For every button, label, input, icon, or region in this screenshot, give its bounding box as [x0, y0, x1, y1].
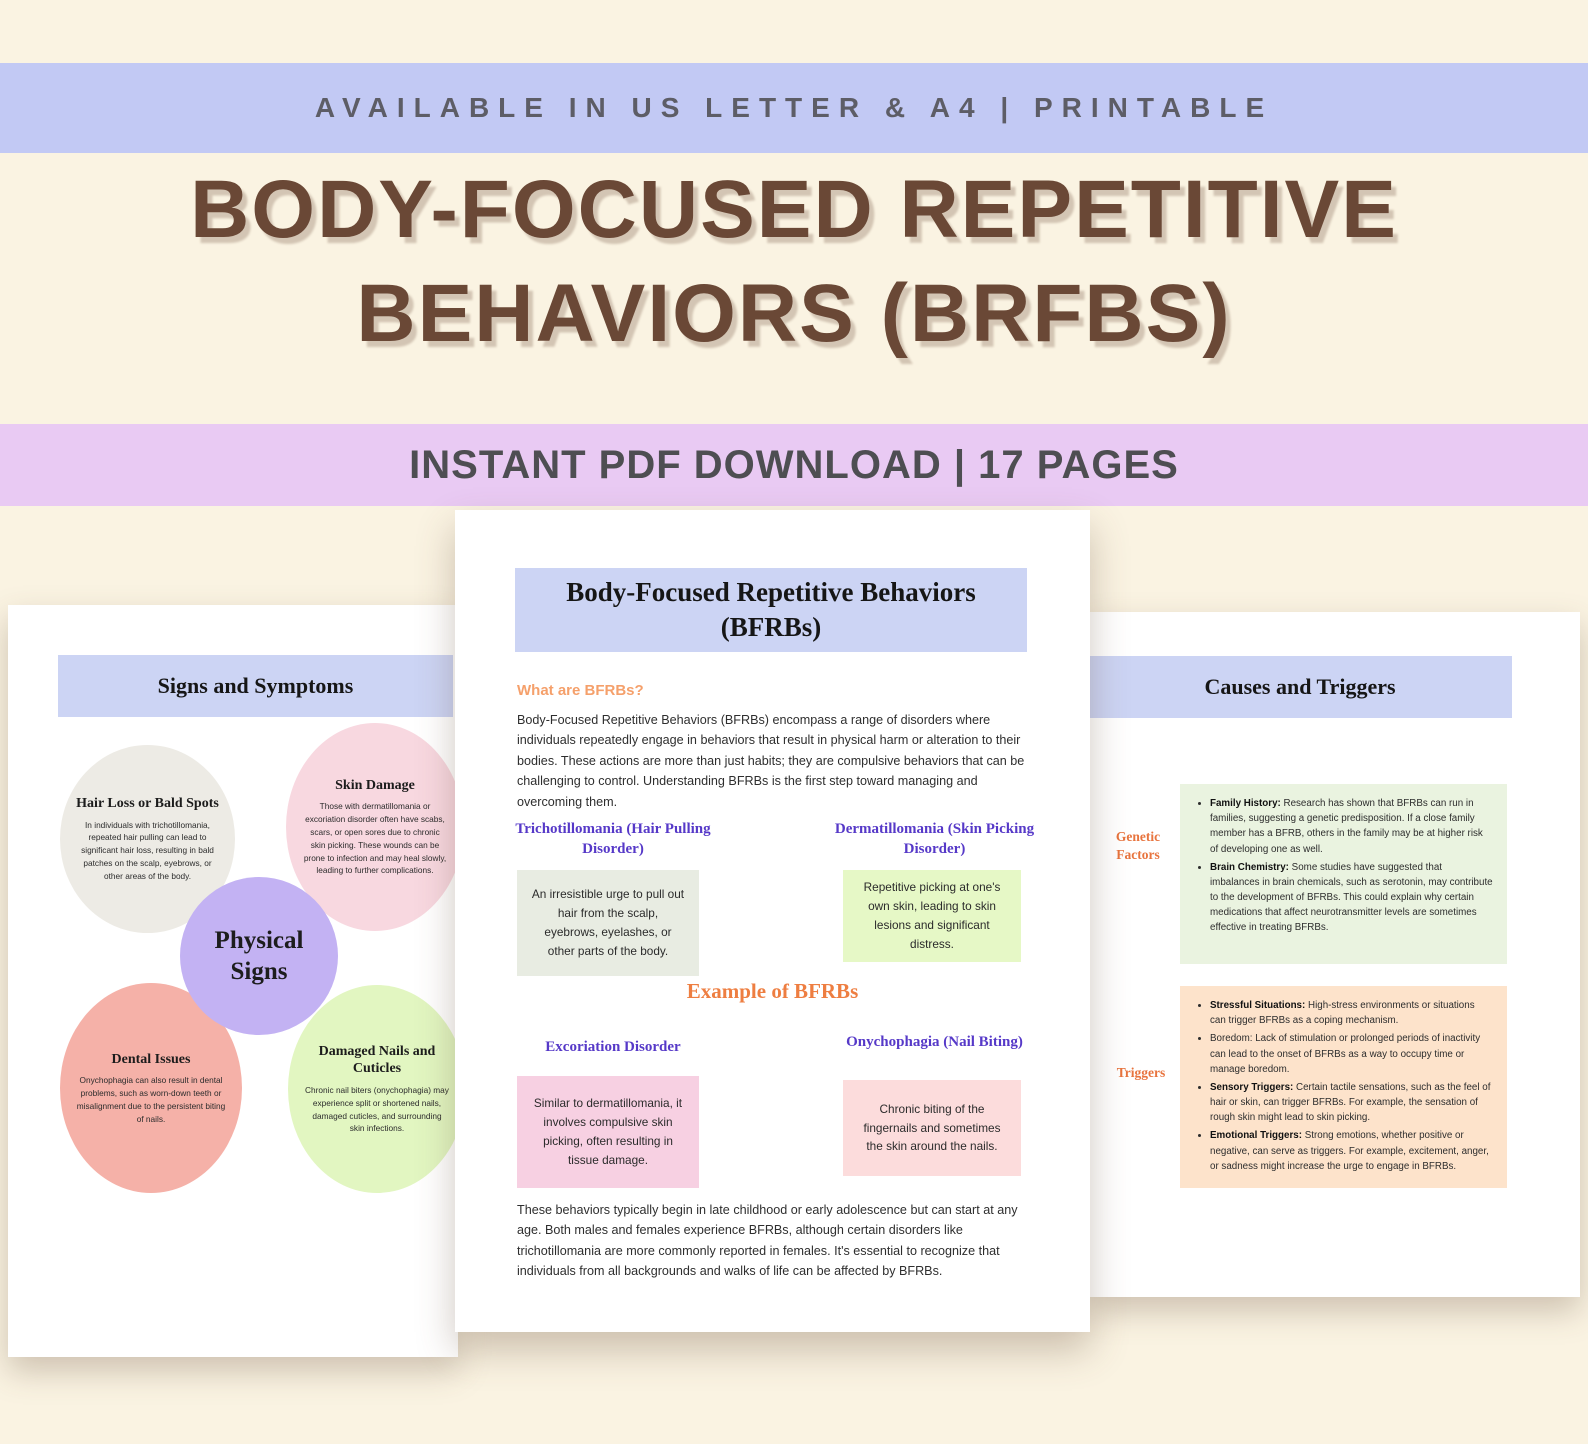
- circle-damaged-nails-body: Chronic nail biters (onychophagia) may e…: [305, 1084, 449, 1134]
- circle-damaged-nails-title: Damaged Nails and Cuticles: [318, 1043, 436, 1077]
- bullet-label: Sensory Triggers:: [1210, 1081, 1294, 1093]
- circle-hair-loss-title: Hair Loss or Bald Spots: [76, 796, 219, 812]
- genetic-bullet-list: Family History: Research has shown that …: [1194, 796, 1493, 936]
- section-body-trichotillomania: An irresistible urge to pull out hair fr…: [531, 887, 685, 958]
- bullet-label: Stressful Situations:: [1210, 1000, 1306, 1011]
- title-line-2: BEHAVIORS (BRFBS): [356, 268, 1232, 360]
- section-title-trichotillomania: Trichotillomania (Hair Pulling Disorder): [515, 821, 711, 857]
- bullet-item: Brain Chemistry: Some studies have sugge…: [1210, 860, 1493, 936]
- section-title-excoriation: Excoriation Disorder: [545, 1039, 681, 1055]
- bullet-label: Brain Chemistry:: [1210, 861, 1289, 873]
- section-body-dermatillomania: Repetitive picking at one's own skin, le…: [863, 880, 1001, 951]
- circle-skin-damage-title: Skin Damage: [335, 777, 415, 793]
- section-box-trichotillomania: An irresistible urge to pull out hair fr…: [517, 870, 699, 976]
- download-text: INSTANT PDF DOWNLOAD | 17 PAGES: [409, 442, 1179, 487]
- bullet-text: Certain tactile sensations, such as the …: [1210, 1081, 1491, 1124]
- bullet-item: Emotional Triggers: Strong emotions, whe…: [1210, 1128, 1493, 1174]
- triggers-label: Triggers: [1116, 1065, 1166, 1080]
- section-title-dermatillomania: Dermatillomania (Skin Picking Disorder): [834, 821, 1035, 857]
- bullet-label: Family History:: [1210, 798, 1281, 809]
- bfrbs-header-text: Body-Focused Repetitive Behaviors (BFRBs…: [566, 576, 976, 642]
- section-box-dermatillomania: Repetitive picking at one's own skin, le…: [843, 870, 1021, 962]
- availability-banner: AVAILABLE IN US LETTER & A4 | PRINTABLE: [0, 63, 1588, 153]
- circle-damaged-nails: Damaged Nails and Cuticles Chronic nail …: [288, 985, 466, 1193]
- signs-symptoms-header-text: Signs and Symptoms: [157, 673, 354, 698]
- outro-paragraph: These behaviors typically begin in late …: [517, 1203, 1018, 1279]
- circle-dental-issues: Dental Issues Onychophagia can also resu…: [60, 983, 242, 1193]
- circle-physical-signs: Physical Signs: [180, 877, 338, 1035]
- section-box-onychophagia: Chronic biting of the fingernails and so…: [843, 1080, 1021, 1176]
- section-body-excoriation: Similar to dermatillomania, it involves …: [533, 1096, 683, 1167]
- bullet-label: Emotional Triggers:: [1210, 1130, 1302, 1142]
- main-title: BODY-FOCUSED REPETITIVE BEHAVIORS (BRFBS…: [0, 158, 1588, 366]
- example-of-bfrbs-label: Example of BFRBs: [686, 979, 859, 1003]
- page-bfrbs-overview: Body-Focused Repetitive Behaviors (BFRBs…: [455, 510, 1090, 1332]
- page-causes-and-triggers: Causes and Triggers Genetic Factors Fami…: [1088, 612, 1580, 1297]
- what-are-bfrbs-heading: What are BFRBs?: [517, 682, 644, 699]
- section-title-onychophagia: Onychophagia (Nail Biting): [846, 1034, 1023, 1050]
- section-box-excoriation: Similar to dermatillomania, it involves …: [517, 1076, 699, 1188]
- signs-symptoms-header: Signs and Symptoms: [58, 655, 453, 717]
- bullet-text: High-stress environments or situations c…: [1210, 1000, 1475, 1027]
- circle-hair-loss: Hair Loss or Bald Spots In individuals w…: [60, 745, 235, 933]
- bullet-text: Research has shown that BFRBs can run in…: [1210, 798, 1483, 855]
- download-banner: INSTANT PDF DOWNLOAD | 17 PAGES: [0, 424, 1588, 506]
- bfrbs-header: Body-Focused Repetitive Behaviors (BFRBs…: [515, 568, 1027, 652]
- genetic-factors-box: Family History: Research has shown that …: [1180, 784, 1507, 964]
- title-line-1: BODY-FOCUSED REPETITIVE: [190, 164, 1398, 255]
- circle-skin-damage: Skin Damage Those with dermatillomania o…: [286, 723, 464, 931]
- circle-skin-damage-body: Those with dermatillomania or excoriatio…: [303, 801, 447, 876]
- genetic-factors-label: Genetic Factors: [1115, 829, 1161, 862]
- section-body-onychophagia: Chronic biting of the fingernails and so…: [863, 1101, 1001, 1154]
- circle-physical-signs-text: Physical Signs: [214, 926, 304, 985]
- triggers-box: Stressful Situations: High-stress enviro…: [1180, 986, 1507, 1188]
- circle-hair-loss-body: In individuals with trichotillomania, re…: [81, 819, 214, 882]
- intro-paragraph: Body-Focused Repetitive Behaviors (BFRBs…: [517, 713, 1025, 809]
- bullet-text: Boredom: Lack of stimulation or prolonge…: [1210, 1033, 1481, 1075]
- bullet-item: Family History: Research has shown that …: [1210, 796, 1493, 857]
- triggers-bullet-list: Stressful Situations: High-stress enviro…: [1194, 998, 1493, 1174]
- bullet-item: Boredom: Lack of stimulation or prolonge…: [1210, 1031, 1493, 1077]
- bullet-text: Some studies have suggested that imbalan…: [1210, 861, 1493, 934]
- circle-dental-issues-title: Dental Issues: [111, 1051, 191, 1067]
- causes-triggers-header-text: Causes and Triggers: [1204, 674, 1396, 699]
- causes-triggers-header: Causes and Triggers: [1088, 656, 1512, 718]
- bullet-item: Sensory Triggers: Certain tactile sensat…: [1210, 1080, 1493, 1126]
- circle-dental-issues-body: Onychophagia can also result in dental p…: [76, 1075, 226, 1124]
- availability-text: AVAILABLE IN US LETTER & A4 | PRINTABLE: [314, 92, 1274, 123]
- bullet-text: Strong emotions, whether positive or neg…: [1210, 1130, 1489, 1172]
- bullet-item: Stressful Situations: High-stress enviro…: [1210, 998, 1493, 1028]
- page-signs-and-symptoms: Signs and Symptoms Hair Loss or Bald Spo…: [8, 605, 466, 1357]
